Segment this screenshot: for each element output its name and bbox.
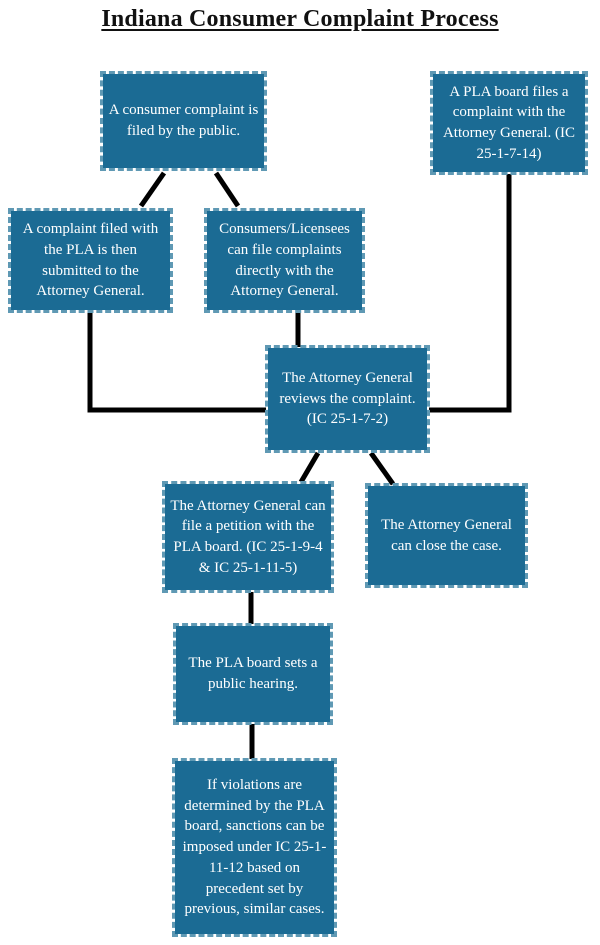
- node-ag-reviews: The Attorney General reviews the complai…: [265, 345, 430, 453]
- connector-ag-reviews-to-ag-petition: [298, 451, 321, 484]
- node-consumer-filed: A consumer complaint is filed by the pub…: [100, 71, 267, 171]
- node-pla-board-files-label: A PLA board files a complaint with the A…: [442, 83, 576, 162]
- node-consumer-filed-label: A consumer complaint is filed by the pub…: [108, 102, 259, 139]
- node-sanctions: If violations are determined by the PLA …: [172, 758, 337, 937]
- node-consumers-direct-label: Consumers/Licensees can file complaints …: [219, 221, 350, 300]
- connector-consumer-to-consumers-direct: [213, 171, 241, 208]
- node-ag-petition: The Attorney General can file a petition…: [162, 481, 334, 593]
- connector-pla-board-files-to-ag-reviews: [429, 174, 512, 413]
- node-ag-close-label: The Attorney General can close the case.: [381, 516, 512, 554]
- node-ag-close: The Attorney General can close the case.: [365, 483, 528, 588]
- node-board-hearing: The PLA board sets a public hearing.: [173, 623, 333, 725]
- connector-consumer-to-pla-submitted: [138, 171, 167, 208]
- node-sanctions-label: If violations are determined by the PLA …: [182, 777, 327, 918]
- node-pla-submitted: A complaint filed with the PLA is then s…: [8, 208, 173, 313]
- node-ag-petition-label: The Attorney General can file a petition…: [170, 497, 326, 576]
- page-title: Indiana Consumer Complaint Process: [101, 6, 499, 32]
- node-ag-reviews-label: The Attorney General reviews the complai…: [279, 369, 416, 428]
- node-pla-submitted-label: A complaint filed with the PLA is then s…: [22, 221, 159, 300]
- node-consumers-direct: Consumers/Licensees can file complaints …: [204, 208, 365, 313]
- connector-ag-reviews-to-ag-close: [368, 451, 396, 486]
- connector-pla-submitted-to-ag-reviews: [87, 312, 266, 413]
- node-pla-board-files: A PLA board files a complaint with the A…: [430, 71, 588, 175]
- node-board-hearing-label: The PLA board sets a public hearing.: [188, 655, 318, 692]
